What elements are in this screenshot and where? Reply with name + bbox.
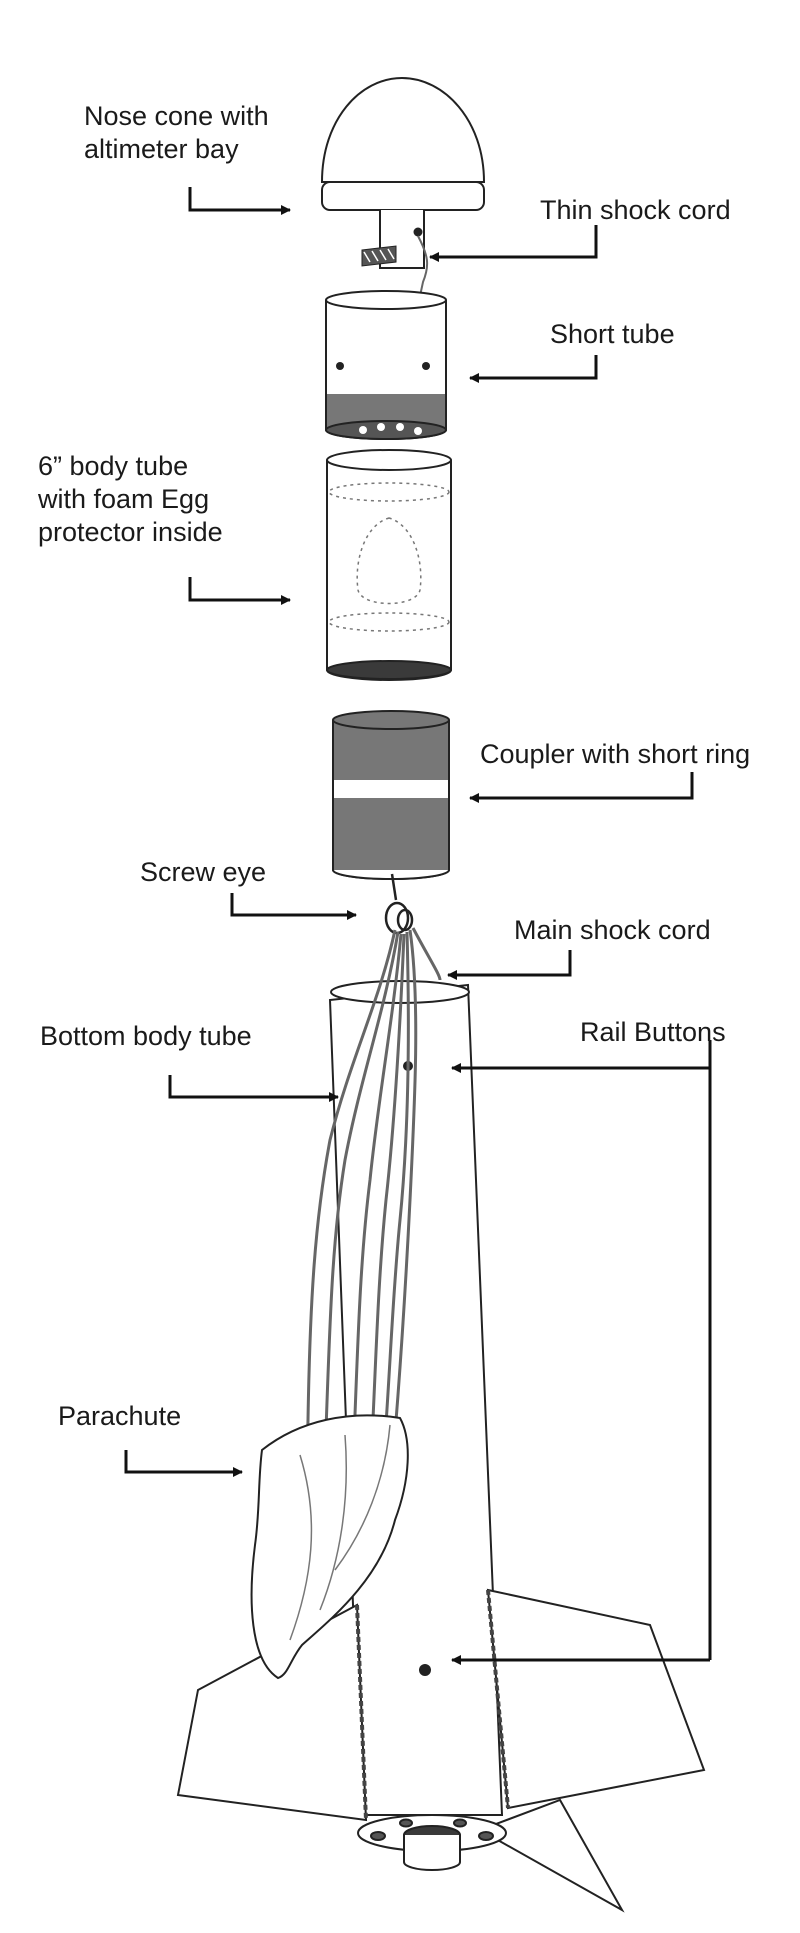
- bottom-body-tube-label: Bottom body tube: [40, 1021, 252, 1051]
- short-tube-arrow: [469, 355, 598, 383]
- bottom-body-tube-arrow: [168, 1075, 339, 1102]
- right-fin: [486, 1588, 706, 1810]
- nose-cone-label: Nose cone with altimeter bay: [84, 101, 269, 164]
- nose-cone-arrow: [188, 187, 291, 215]
- screw-eye-label: Screw eye: [140, 857, 267, 887]
- rocket-base: [357, 1814, 507, 1871]
- parachute-label: Parachute: [58, 1401, 182, 1431]
- nose-cone: [320, 76, 486, 269]
- rail-buttons-label: Rail Buttons: [580, 1017, 726, 1047]
- screw-eye-arrow: [230, 893, 357, 920]
- parachute-arrow: [124, 1450, 243, 1477]
- main-shock-cord-arrow: [447, 950, 572, 980]
- callout-arrows: [124, 187, 712, 1665]
- rail-button-lower: [419, 1664, 431, 1676]
- short-tube-label: Short tube: [550, 319, 675, 349]
- bottom-body-tube: [328, 980, 504, 1816]
- body-tube-egg: [326, 449, 452, 681]
- thin-shock-cord-arrow: [429, 225, 598, 262]
- body-tube-arrow: [188, 577, 291, 605]
- back-fin: [477, 1798, 625, 1913]
- fins: [176, 1588, 706, 1913]
- coupler-label: Coupler with short ring: [480, 739, 751, 769]
- body-tube-label: 6” body tube with foam Egg protector ins…: [38, 451, 223, 547]
- coupler: [332, 710, 450, 880]
- left-fin: [176, 1603, 368, 1822]
- short-tube: [325, 290, 447, 440]
- screw-eye: [384, 873, 414, 935]
- main-shock-cord-lines: [304, 927, 442, 1521]
- parachute: [250, 1414, 409, 1680]
- coupler-arrow: [469, 772, 694, 803]
- thin-shock-cord-label: Thin shock cord: [540, 195, 731, 225]
- main-shock-cord-label: Main shock cord: [514, 915, 711, 945]
- thin-shock-cord: [417, 235, 429, 297]
